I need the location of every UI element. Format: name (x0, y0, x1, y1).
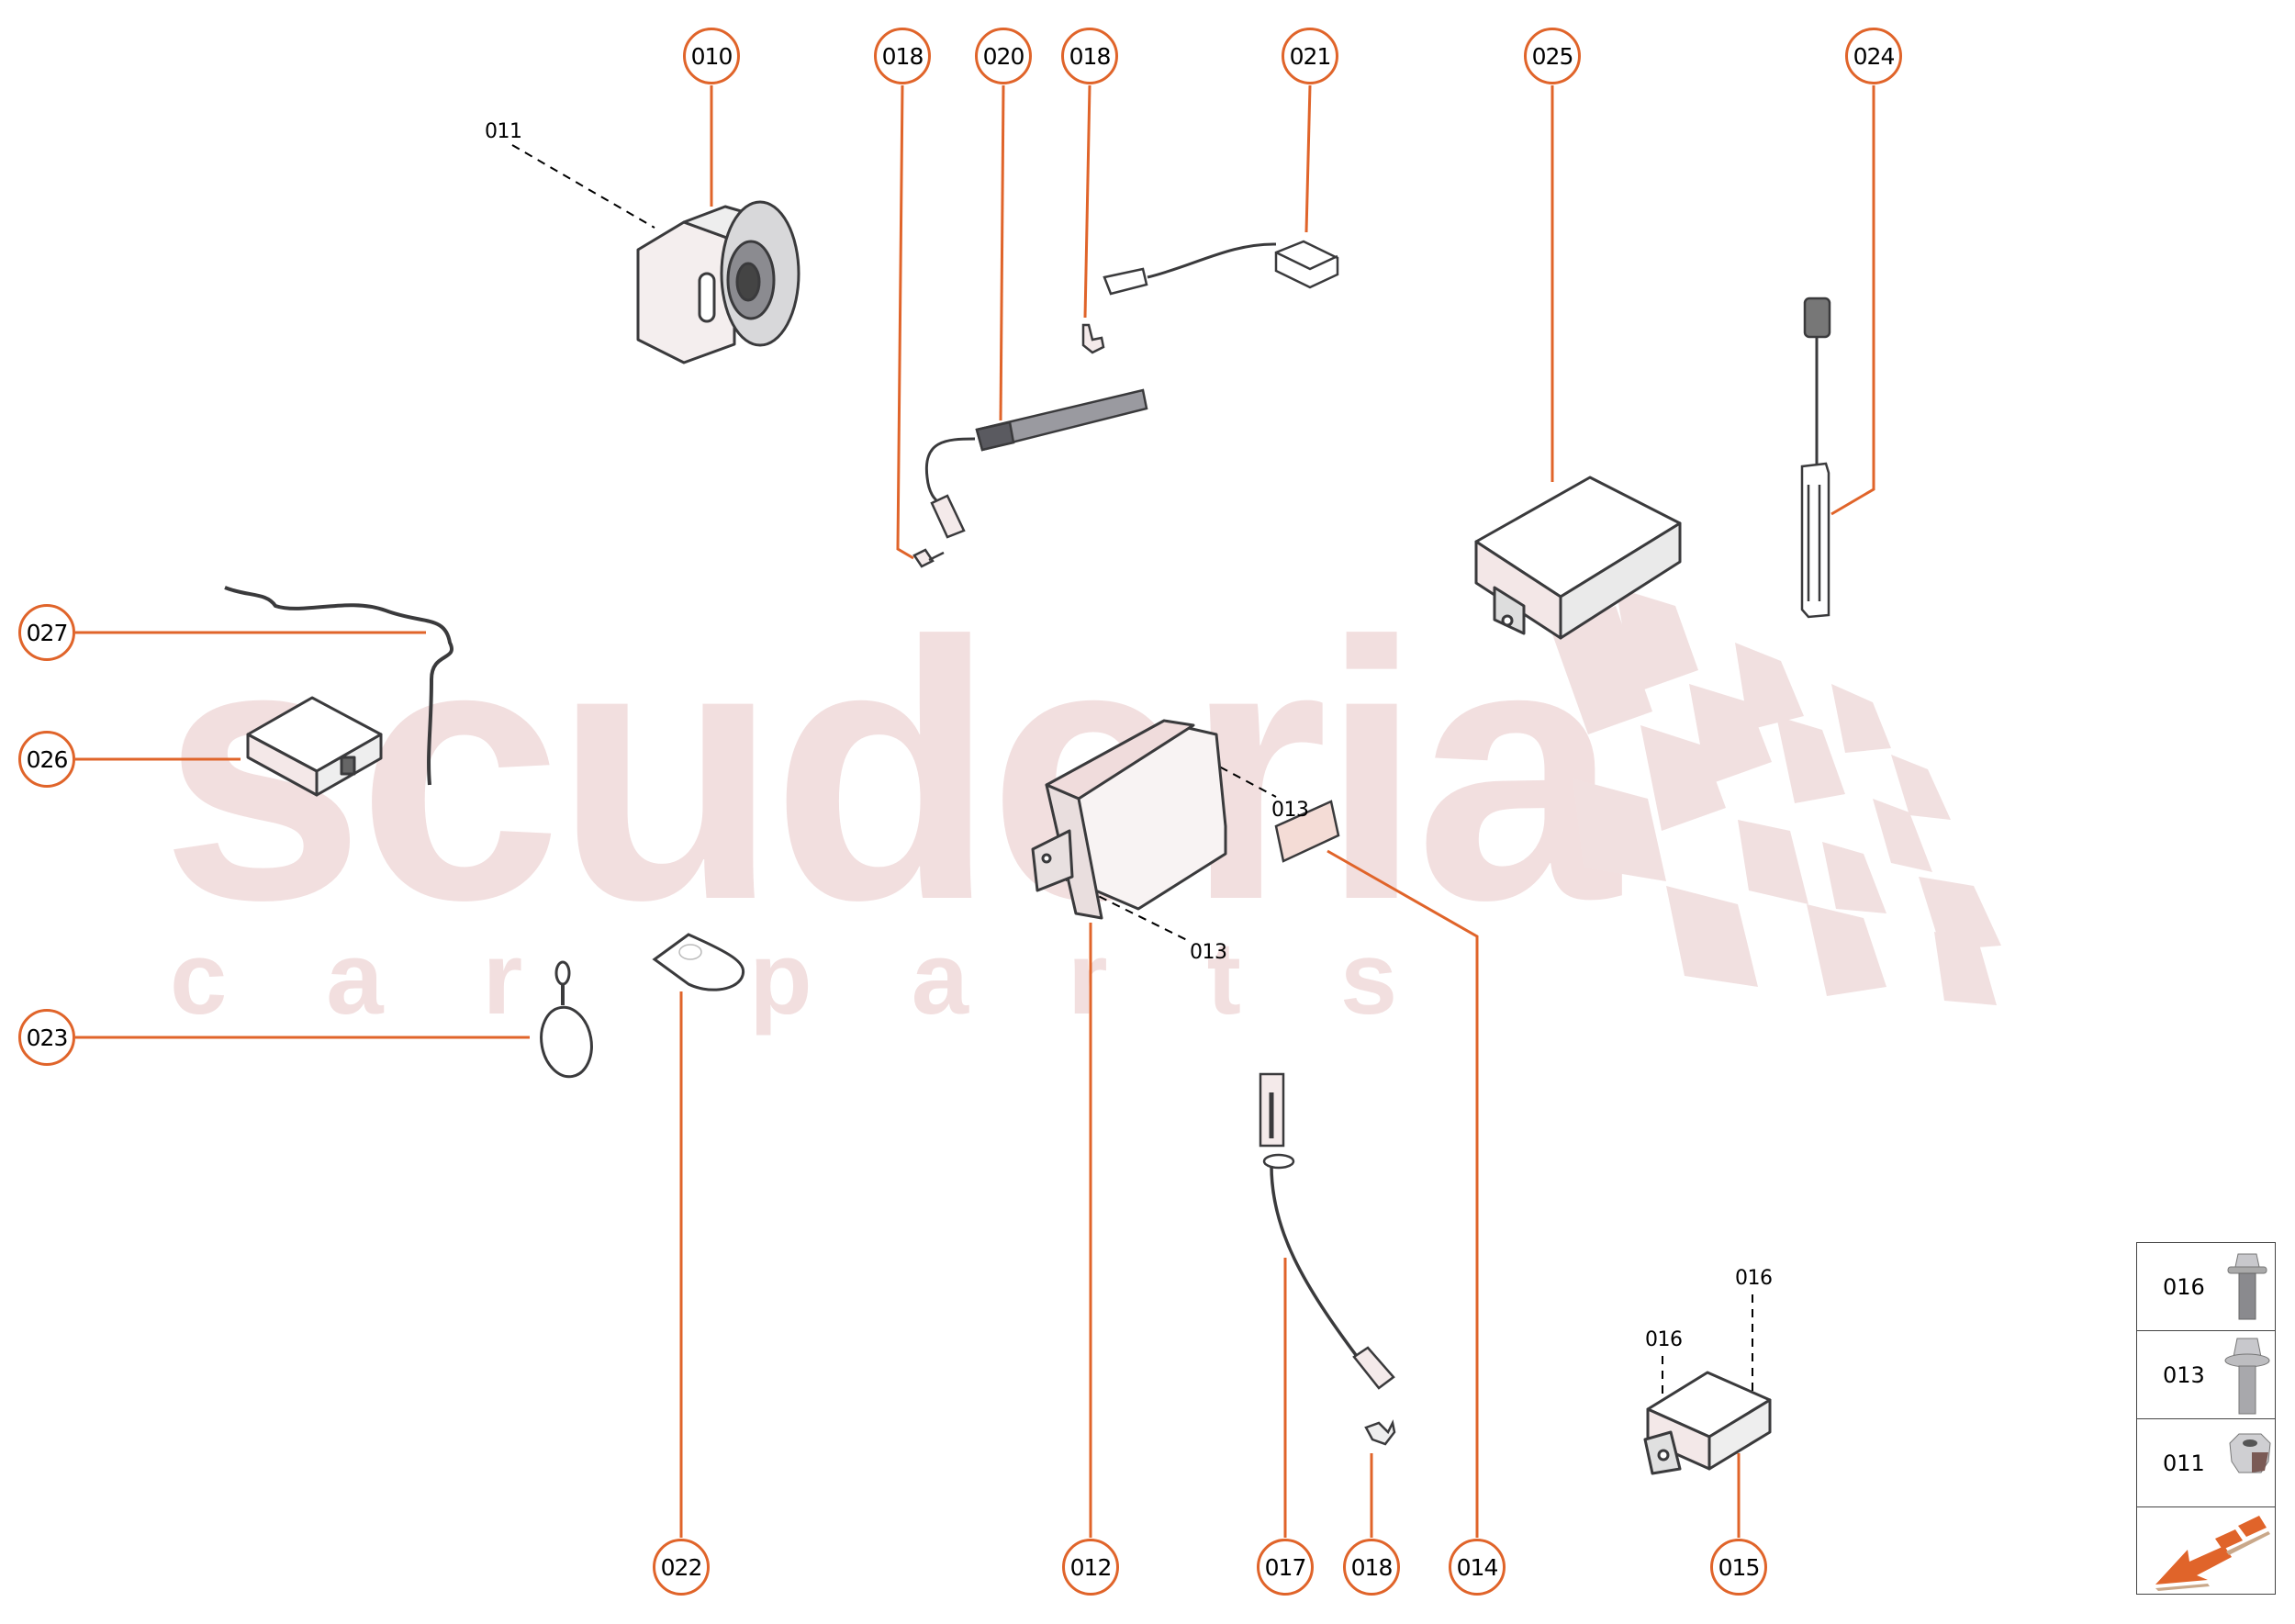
sublabel-016-upper[interactable]: 016 (1735, 1267, 1773, 1290)
callout-014[interactable]: 014 (1449, 1539, 1506, 1596)
callout-022[interactable]: 022 (653, 1539, 710, 1596)
key-fob-part-icon (652, 933, 744, 991)
gps-puck-part-icon (1103, 240, 1339, 296)
clip-part-icon (912, 548, 945, 568)
key-fob-disc-part-icon (540, 960, 593, 1079)
legend-label: 016 (2163, 1274, 2205, 1300)
fastener-legend: 016 013 011 (2136, 1242, 2276, 1595)
sensor-cable-part-icon (1259, 1072, 1395, 1390)
callout-023[interactable]: 023 (18, 1009, 75, 1066)
flange-bolt-short-icon (2227, 1253, 2267, 1320)
main-control-box-part-icon (1031, 719, 1227, 920)
callout-024[interactable]: 024 (1845, 28, 1902, 84)
callout-018[interactable]: 018 (874, 28, 931, 84)
callout-021[interactable]: 021 (1282, 28, 1338, 84)
direction-arrow-icon (2155, 1516, 2270, 1591)
watermark-tagline: car parts (170, 921, 1497, 1036)
callout-018[interactable]: 018 (1061, 28, 1118, 84)
cable-part-icon (224, 586, 453, 786)
callout-025[interactable]: 025 (1524, 28, 1581, 84)
legend-label: 013 (2163, 1362, 2205, 1388)
sublabel-016-lower[interactable]: 016 (1645, 1328, 1683, 1351)
callout-027[interactable]: 027 (18, 604, 75, 661)
watermark-brand: scuderia (161, 566, 1619, 976)
legend-row-arrow (2137, 1507, 2275, 1596)
sublabel-013-lower[interactable]: 013 (1190, 941, 1227, 964)
callout-018[interactable]: 018 (1343, 1539, 1400, 1596)
sublabel-013-upper[interactable]: 013 (1271, 799, 1309, 822)
siren-part-icon (636, 200, 800, 364)
callout-017[interactable]: 017 (1257, 1539, 1314, 1596)
clip-part-icon (1364, 1419, 1396, 1446)
sublabel-011[interactable]: 011 (485, 120, 522, 143)
strip-antenna-part-icon (1800, 297, 1831, 619)
legend-label: 011 (2163, 1450, 2205, 1476)
callout-010[interactable]: 010 (683, 28, 740, 84)
antenna-part-icon (924, 388, 1148, 539)
callout-015[interactable]: 015 (1710, 1539, 1767, 1596)
sensor-unit-part-icon (1643, 1371, 1772, 1475)
callout-012[interactable]: 012 (1062, 1539, 1119, 1596)
legend-row-013[interactable]: 013 (2137, 1331, 2275, 1419)
legend-row-011[interactable]: 011 (2137, 1419, 2275, 1507)
clip-part-icon (1081, 323, 1105, 354)
checkered-flag-icon (1551, 588, 2001, 1005)
flange-bolt-long-icon (2224, 1338, 2270, 1415)
module-part-icon (246, 696, 383, 797)
control-unit-part-icon (1474, 476, 1682, 640)
legend-row-016[interactable]: 016 (2137, 1243, 2275, 1331)
leader-lines (75, 84, 1875, 1538)
adhesive-pad-part-icon (1274, 800, 1340, 863)
callout-026[interactable]: 026 (18, 731, 75, 788)
flange-nut-icon (2229, 1433, 2271, 1473)
callout-020[interactable]: 020 (975, 28, 1032, 84)
